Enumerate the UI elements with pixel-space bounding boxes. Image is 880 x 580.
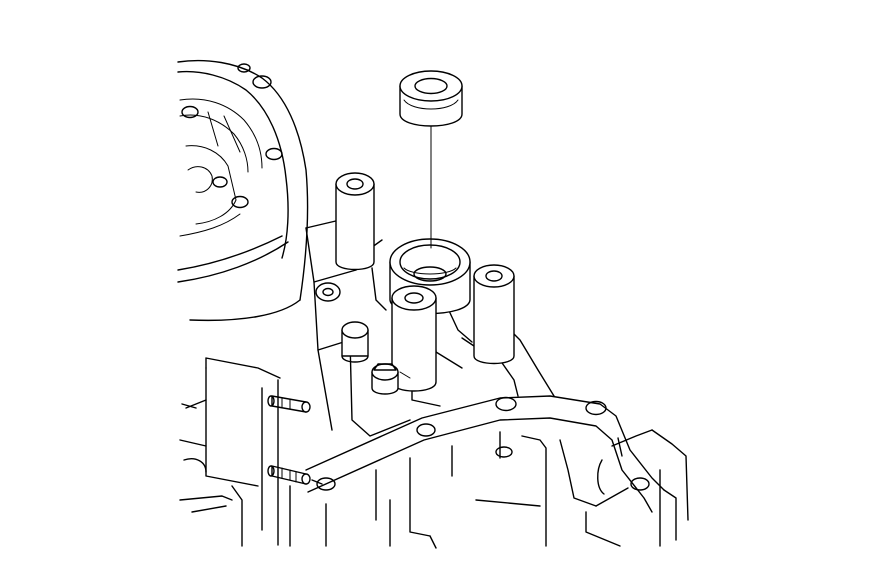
small-boss-left bbox=[315, 282, 341, 302]
mounting-boss-right bbox=[473, 264, 515, 365]
seal-bore-boss bbox=[389, 238, 471, 315]
mounting-boss-front bbox=[391, 285, 437, 392]
left-bracket bbox=[179, 357, 291, 547]
oil-seal bbox=[399, 70, 463, 127]
housing-flange bbox=[177, 59, 309, 322]
gasket-surface bbox=[305, 395, 689, 549]
valve-body-bolt-lower bbox=[371, 363, 411, 395]
dowel-pin-lower bbox=[267, 465, 311, 485]
dowel-pin-upper bbox=[267, 395, 311, 413]
mounting-boss-left-tall bbox=[335, 172, 375, 271]
valve-body-bolt-upper bbox=[341, 321, 369, 363]
